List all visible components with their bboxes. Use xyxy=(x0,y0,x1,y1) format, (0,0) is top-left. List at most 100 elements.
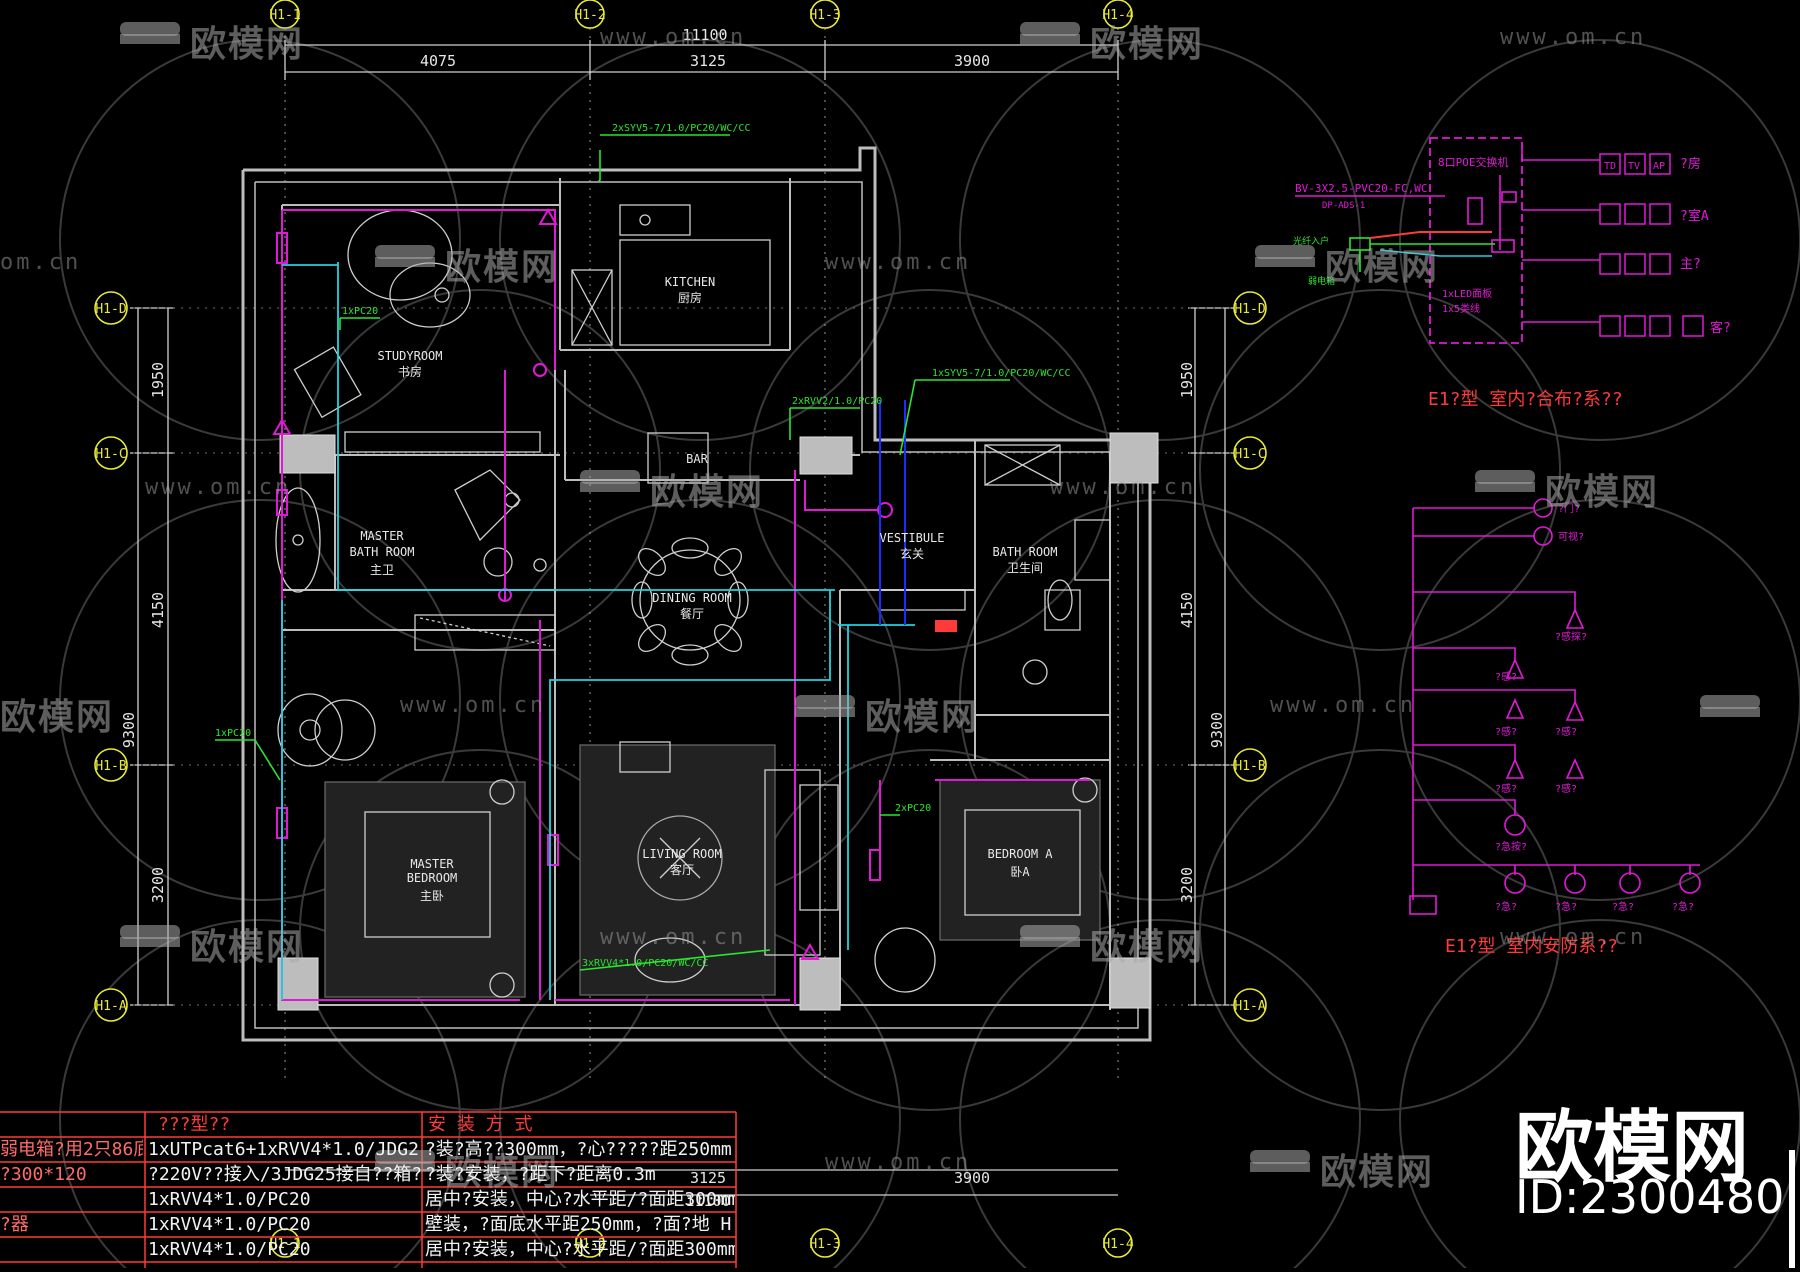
grid-bubble-h1-d-right: H1-D xyxy=(1233,291,1267,325)
grid-label: H1-3 xyxy=(809,8,840,23)
watermark-url: www.om.cn xyxy=(825,250,972,275)
watermark-brand: 欧模网 xyxy=(1325,247,1440,288)
grid-bubble-h1-a-right: H1-A xyxy=(1233,988,1267,1022)
annot-master: 1xPC20 xyxy=(215,728,251,739)
watermark-url: www.om.cn xyxy=(1270,693,1417,718)
diagram2-bottom-3: ?急? xyxy=(1612,900,1634,913)
diagram1-outlet-td: TD xyxy=(1604,161,1616,172)
diagram1-outlets xyxy=(1599,153,1704,337)
grid-label: H1-2 xyxy=(574,8,605,23)
dim-seg2-top: 3125 xyxy=(690,52,726,70)
dim-total-bottom: 11100 xyxy=(685,1192,730,1210)
furniture xyxy=(275,204,1111,998)
diagram2-sensor-1: ?感探? xyxy=(1555,630,1587,643)
grid-bubble-h1-b-right: H1-B xyxy=(1233,748,1267,782)
diagram1-lights-2: 1x5类线 xyxy=(1442,302,1480,315)
room-dining: DINING ROOM xyxy=(652,591,731,605)
grid-label: H1-D xyxy=(95,302,126,317)
room-master-bath: MASTER xyxy=(360,529,404,543)
diagram2-top-1: ?门? xyxy=(1558,502,1580,515)
grid-bubble-h1-1: H1-1 xyxy=(269,0,301,29)
diagram1-feed: BV-3X2.5-PVC20-FC,WC xyxy=(1295,182,1427,195)
grid-label: H1-D xyxy=(1234,302,1265,317)
grid-bubble-h1-c-right: H1-C xyxy=(1233,436,1267,470)
dim-side-seg1-right: 1950 xyxy=(1178,362,1196,398)
grid-bubble-h1-2: H1-2 xyxy=(574,0,606,29)
grid-bubbles: H1-1 H1-2 H1-3 H1-4 H1-1 H1-2 H1-3 H1-4 … xyxy=(94,0,1267,1258)
room-vestibule-cn: 玄关 xyxy=(900,546,924,561)
diagram1-lights: 1xLED面板 xyxy=(1442,287,1492,300)
dim-seg3-top: 3900 xyxy=(954,52,990,70)
grid-bubble-h1-4: H1-4 xyxy=(1102,0,1134,29)
diagram1-room-4: 客? xyxy=(1710,320,1731,336)
cyan-wiring xyxy=(281,262,915,1000)
watermark-url: www.om.cn xyxy=(1500,925,1647,950)
grid-label: H1-4 xyxy=(1102,1237,1133,1252)
diagram1-incoming: 光纤入户 xyxy=(1293,235,1329,247)
table-cell-install: 壁装，?面底水平距250mm，?面?地 H:2400mm xyxy=(425,1214,735,1235)
room-living: LIVING ROOM xyxy=(642,847,721,861)
diagram2-top-2: 可视? xyxy=(1558,530,1584,543)
watermark-brand: 欧模网 xyxy=(445,1152,560,1193)
grid-bubble-h1-c-left: H1-C xyxy=(94,436,128,470)
watermark-sofa-icons xyxy=(120,22,1760,1172)
room-bath-cn: 卫生间 xyxy=(1007,561,1043,575)
grid-label: H1-B xyxy=(1234,759,1265,774)
dim-side-total-left: 9300 xyxy=(120,712,138,748)
red-panel xyxy=(935,620,957,632)
room-study-cn: 书房 xyxy=(398,364,422,379)
grid-label: H1-C xyxy=(95,447,126,462)
watermark-circles xyxy=(59,39,1800,1272)
watermark-brand: 欧模网 xyxy=(1090,24,1205,65)
watermark-brand: 欧模网 xyxy=(1090,927,1205,968)
dim-total-top: 11100 xyxy=(682,26,727,44)
room-master-bath-cn: 主卫 xyxy=(370,563,394,577)
table-cell-device: ?300*120 xyxy=(0,1164,87,1185)
dim-side-seg2-left: 4150 xyxy=(149,592,167,628)
room-study: STUDYROOM xyxy=(377,349,442,363)
grid-bubble-h1-b-left: H1-B xyxy=(94,748,128,782)
conduit-annotations: 2xSYV5-7/1.0/PC20/WC/CC 1xSYV5-7/1.0/PC2… xyxy=(215,123,1070,969)
table-row: ?300*120 ?220V??接入/3JDG25接自??箱?? ?装?安装，?… xyxy=(0,1162,736,1187)
dim-side-seg3-right: 3200 xyxy=(1178,867,1196,903)
dim-seg2-bottom: 3125 xyxy=(690,1169,726,1187)
table-cell-cable: 1xRVV4*1.0/PC20 xyxy=(148,1189,311,1210)
watermark-brand: 欧模网 xyxy=(190,24,305,65)
diagram2-sensor-6: ?感? xyxy=(1555,782,1577,795)
room-master-bed-2: BEDROOM xyxy=(407,871,458,885)
structural-columns xyxy=(277,432,1159,1011)
grid-bubble-h1-4-bottom: H1-4 xyxy=(1102,1228,1134,1258)
watermark-url: www.om.cn xyxy=(600,925,747,950)
dim-side-seg1-left: 1950 xyxy=(149,362,167,398)
table-cell-cable: 1xRVV4*1.0/PC20 xyxy=(148,1239,311,1260)
watermark-brand: 欧模网 xyxy=(865,697,980,738)
watermark-brand: 欧模网 xyxy=(1545,472,1660,513)
grid-label: H1-1 xyxy=(269,8,300,23)
diagram2-caption: E1?型 室内安防系?? xyxy=(1445,936,1618,957)
grid-label: H1-2 xyxy=(574,1237,605,1252)
grid-label: H1-1 xyxy=(269,1237,300,1252)
grid-label: H1-A xyxy=(95,999,126,1014)
table-cell-cable: 1xRVV4*1.0/PC20 xyxy=(148,1214,311,1235)
diagram2-sensor-3: ?感? xyxy=(1495,725,1517,738)
diagram1-caption: E1?型 室内?合布?系?? xyxy=(1428,389,1623,410)
blue-riser xyxy=(879,400,906,625)
room-master-bed: MASTER xyxy=(410,857,454,871)
table-header-install: 安 装 方 式 xyxy=(428,1114,533,1135)
watermark-brand: 欧模网 xyxy=(1320,1152,1435,1193)
watermark-brand: 欧模网 xyxy=(650,472,765,513)
room-bar: BAR xyxy=(686,452,708,466)
brand-logo-text: 欧模网 xyxy=(1515,1103,1750,1193)
table-row: 1xRVV4*1.0/PC20 居中?安装，中心?水平距/?面距300mm xyxy=(0,1187,736,1212)
table-header-row: ???型?? 安 装 方 式 xyxy=(0,1112,736,1137)
annot-top: 2xSYV5-7/1.0/PC20/WC/CC xyxy=(612,123,750,134)
table-cell-cable: ?220V??接入/3JDG25接自??箱?? xyxy=(148,1164,420,1185)
diagram1-incoming-2: 弱电箱 xyxy=(1308,275,1335,287)
grid-label: H1-4 xyxy=(1102,8,1133,23)
diagram2-bottom-1: ?急? xyxy=(1495,900,1517,913)
watermark-url: www.om.cn xyxy=(600,25,747,50)
annot-riser: 2xRVV2/1.0/PC20 xyxy=(792,396,882,407)
table-header-cable: ???型?? xyxy=(158,1114,231,1135)
dim-seg3-bottom: 3900 xyxy=(954,1169,990,1187)
